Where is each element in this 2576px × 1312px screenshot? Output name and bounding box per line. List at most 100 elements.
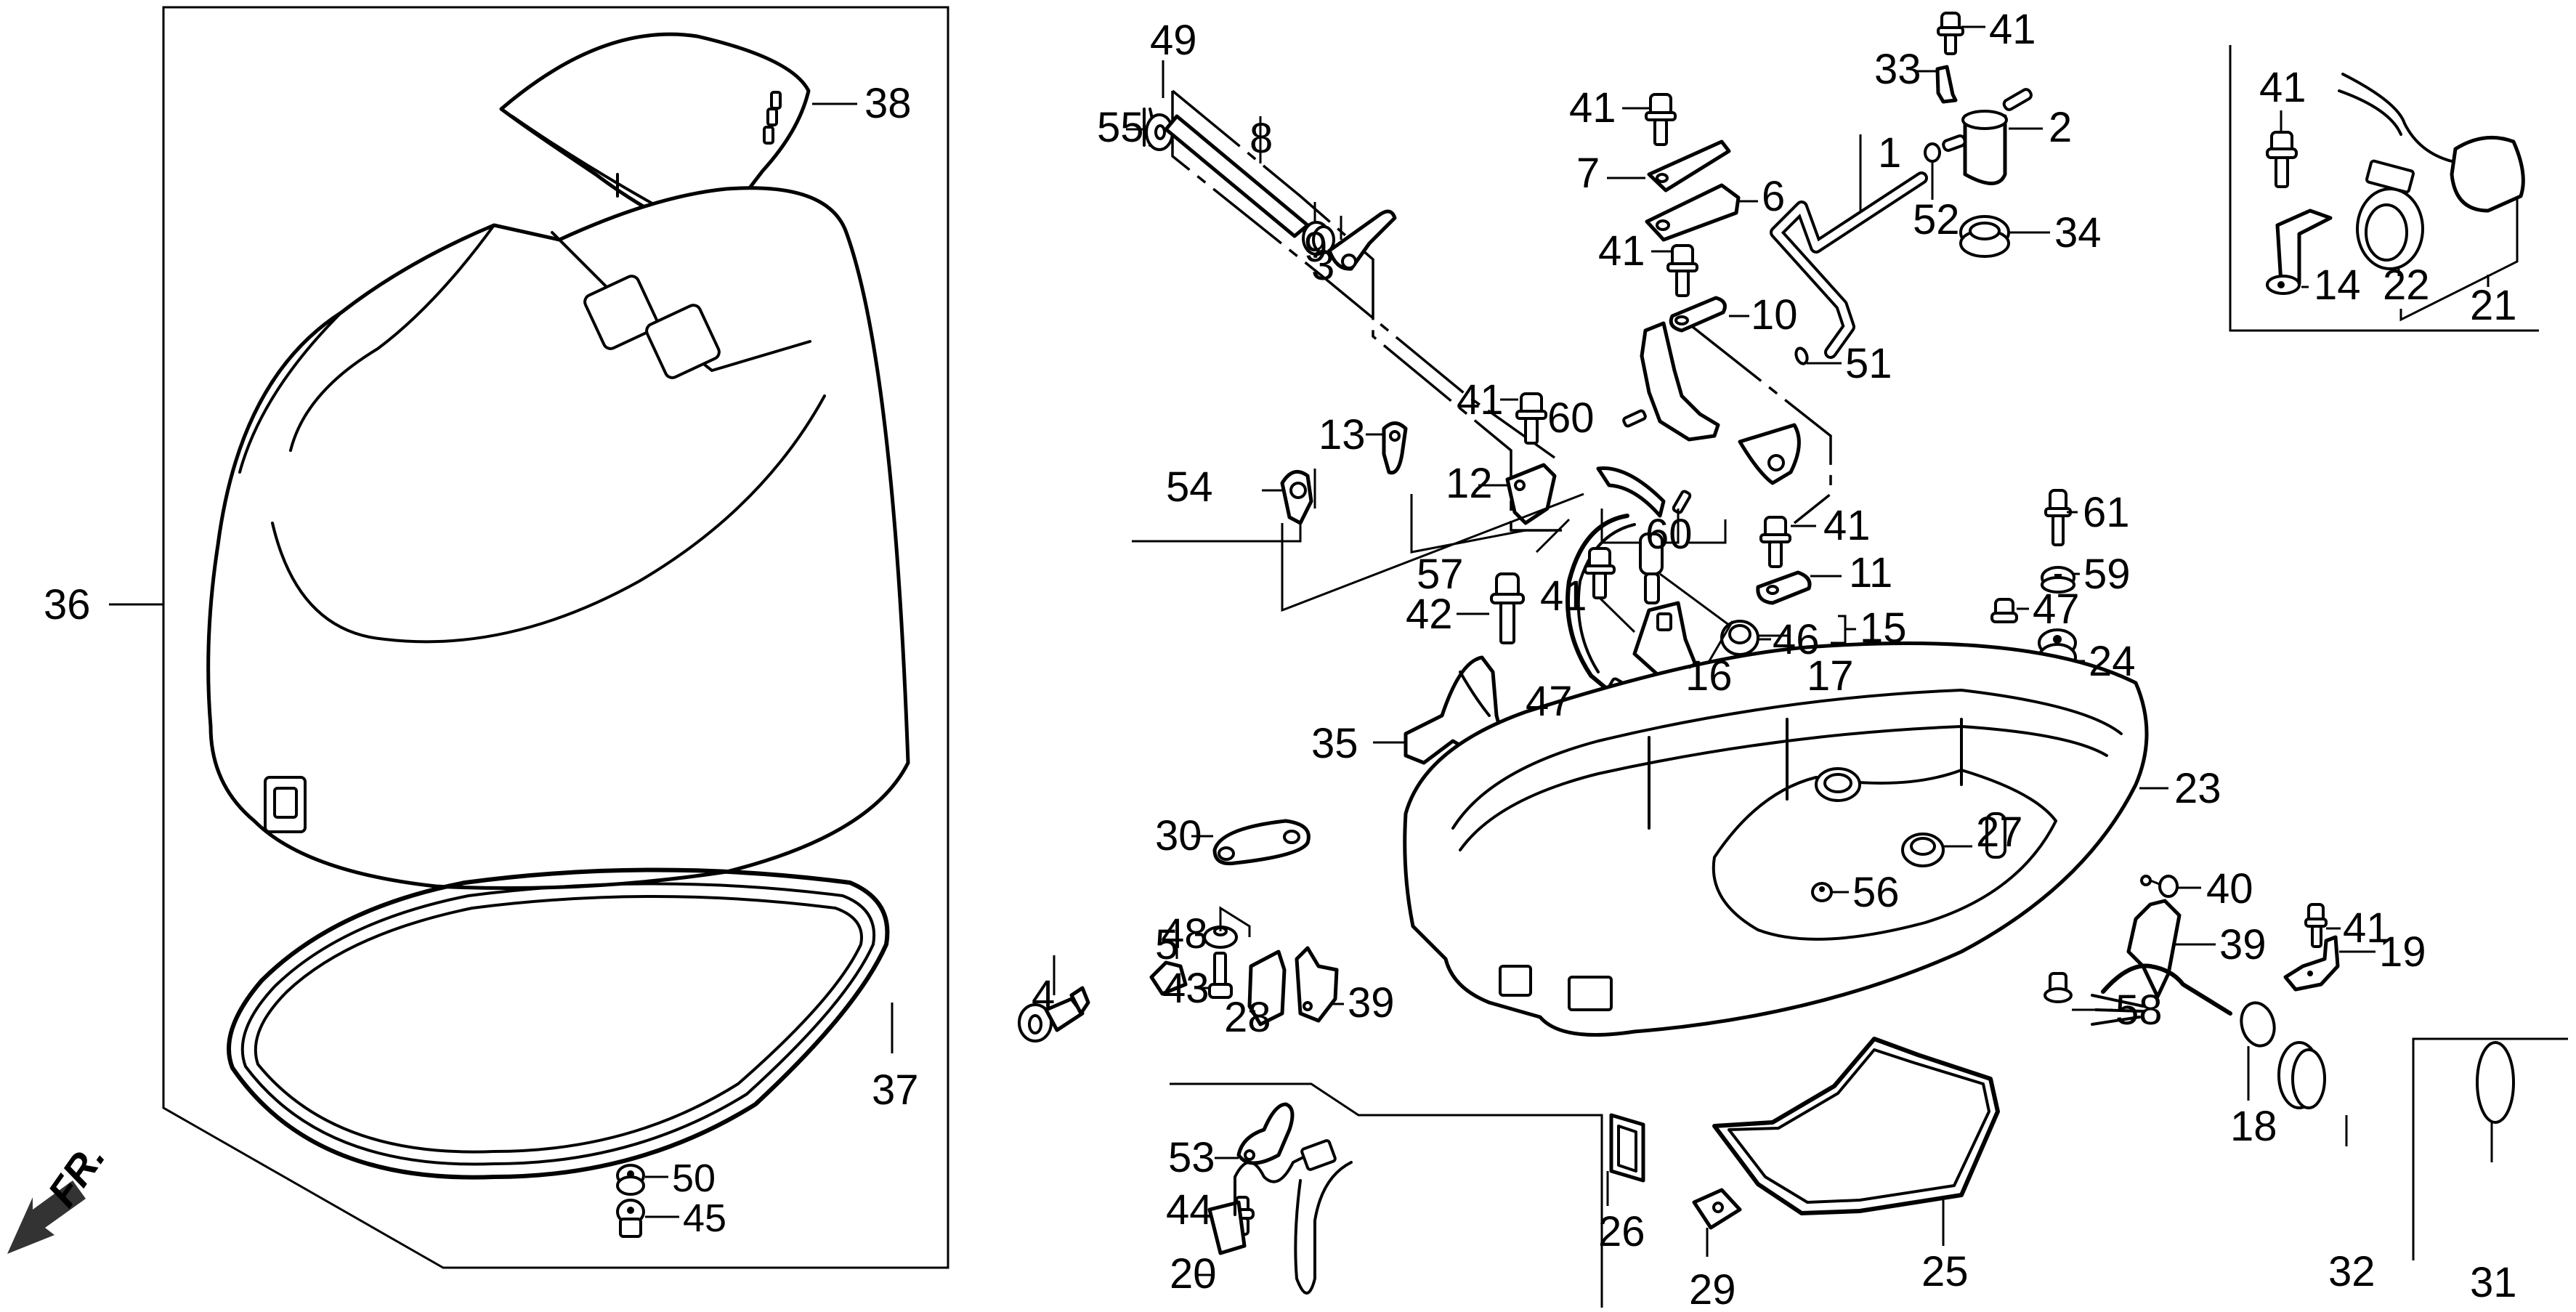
callout-25: 25 xyxy=(1921,1248,1969,1295)
part-42-bolt xyxy=(1457,572,1525,644)
callout-45: 45 xyxy=(683,1196,726,1240)
part-48-washer xyxy=(1195,906,1251,949)
callout-30: 30 xyxy=(1155,812,1202,859)
callout-61: 61 xyxy=(2083,489,2130,536)
part-50-washer xyxy=(616,1164,668,1196)
part-15-group-bracket xyxy=(1831,615,1856,644)
callout-18: 18 xyxy=(2230,1103,2277,1150)
part-27-grommet xyxy=(1901,833,1972,867)
callout-58: 58 xyxy=(2115,987,2163,1034)
part-2-fuel-filter xyxy=(1942,88,2043,185)
callout-56: 56 xyxy=(1852,869,1900,916)
part-26-grommet xyxy=(1606,1113,1645,1206)
callout-39-left: 39 xyxy=(1348,979,1395,1026)
inset-box-plug xyxy=(2412,1037,2568,1260)
callout-37: 37 xyxy=(872,1066,919,1114)
callout-23: 23 xyxy=(2174,765,2221,812)
part-41-bolt-mid-b xyxy=(1759,516,1816,568)
part-5-clip xyxy=(1149,919,1188,996)
callout-38: 38 xyxy=(864,80,912,127)
callout-59: 59 xyxy=(2083,551,2131,598)
part-37-cover-seal xyxy=(227,867,894,1180)
engine-cover-group-frame xyxy=(109,6,949,1269)
callout-36: 36 xyxy=(44,581,91,628)
part-8-lever-rod xyxy=(1164,89,1562,532)
callout-50: 50 xyxy=(672,1157,716,1200)
part-7-plate xyxy=(1607,139,1731,193)
part-22-band xyxy=(2356,159,2424,276)
part-59-washer xyxy=(2041,566,2080,594)
part-10-link xyxy=(1669,296,1749,333)
callout-47-b: 47 xyxy=(2033,586,2080,633)
callout-43: 43 xyxy=(1162,965,1210,1012)
callout-24: 24 xyxy=(2089,638,2136,685)
part-33-bracket xyxy=(1916,65,1958,104)
part-13-clip xyxy=(1366,421,1408,475)
callout-41-inset: 41 xyxy=(2259,64,2306,111)
callout-12: 12 xyxy=(1446,460,1493,507)
part-41-bolt-mid-a xyxy=(1500,392,1547,445)
lower-group-bracket-line xyxy=(1170,1082,1603,1308)
callout-44: 44 xyxy=(1166,1186,1213,1234)
callout-41-mid-b: 41 xyxy=(1823,502,1871,549)
callout-14: 14 xyxy=(2314,262,2361,309)
callout-53: 53 xyxy=(1168,1134,1215,1181)
callout-60-a: 60 xyxy=(1547,394,1595,442)
callout-49: 49 xyxy=(1150,17,1197,64)
part-52-clip xyxy=(1924,142,1941,200)
part-14-bracket xyxy=(2266,208,2333,295)
throttle-cam-assembly xyxy=(1640,321,1832,525)
part-11-link-plate xyxy=(1756,570,1842,605)
callout-11: 11 xyxy=(1849,549,1892,596)
part-58-pin xyxy=(2044,972,2113,1011)
part-39-lever-left xyxy=(1295,946,1344,1023)
callout-60-b: 60 xyxy=(1645,511,1693,558)
callout-41-upper-a: 41 xyxy=(1569,84,1616,131)
callout-42: 42 xyxy=(1406,591,1453,638)
part-41-bolt-mid-c xyxy=(1584,547,1636,633)
part-43-bolt xyxy=(1195,952,1233,999)
front-direction-arrow: FR. xyxy=(7,1135,114,1254)
part-3-lever xyxy=(1327,209,1397,271)
callout-31: 31 xyxy=(2470,1259,2517,1306)
part-46-nut xyxy=(1706,620,1771,665)
part-47-nut-b xyxy=(1990,598,2029,623)
callout-19: 19 xyxy=(2379,928,2426,976)
part-56-nut xyxy=(1811,882,1849,902)
part-49-washer xyxy=(1145,60,1174,151)
callout-22: 22 xyxy=(2383,262,2430,309)
callout-41-mid-c: 41 xyxy=(1540,572,1587,620)
callout-20: 20 xyxy=(1170,1250,1217,1297)
part-41-bolt-top xyxy=(1937,12,1985,55)
part-4-knob xyxy=(1018,955,1090,1042)
part-30-cover xyxy=(1191,819,1311,866)
part-39-lever-right xyxy=(2126,899,2216,999)
part-54-clamp xyxy=(1262,469,1313,525)
callout-2: 2 xyxy=(2049,104,2072,151)
callout-27: 27 xyxy=(1976,809,2023,856)
part-9-bushing xyxy=(1302,202,1335,256)
callout-48: 48 xyxy=(1161,910,1208,957)
callout-41-upper-b: 41 xyxy=(1598,227,1645,275)
part-20-stop-switch xyxy=(1196,1139,1353,1295)
part-23-under-case xyxy=(1403,641,2168,1037)
callout-39-right: 39 xyxy=(2219,921,2267,968)
part-61-bolt xyxy=(2044,489,2078,546)
callout-34: 34 xyxy=(2054,209,2102,256)
part-18-harness xyxy=(2091,963,2276,1101)
part-45-nut xyxy=(616,1199,679,1238)
part-32-grommet xyxy=(2277,1041,2348,1146)
callout-8: 8 xyxy=(1249,115,1273,162)
part-53-clamp xyxy=(1215,1102,1295,1165)
part-60-spring-a xyxy=(1622,409,1647,428)
callout-7: 7 xyxy=(1576,150,1600,197)
callout-17: 17 xyxy=(1807,652,1854,700)
callout-52: 52 xyxy=(1913,196,1960,243)
callout-labels: 1 2 3 4 5 6 7 8 9 10 11 12 13 14 15 16 1… xyxy=(44,6,2517,1312)
part-31-plug xyxy=(2476,1041,2515,1162)
part-41-bolt-right xyxy=(2304,903,2341,948)
callout-15: 15 xyxy=(1860,604,1907,652)
callout-41-right: 41 xyxy=(2343,904,2390,952)
part-41-bolt-upper-a xyxy=(1622,93,1677,146)
